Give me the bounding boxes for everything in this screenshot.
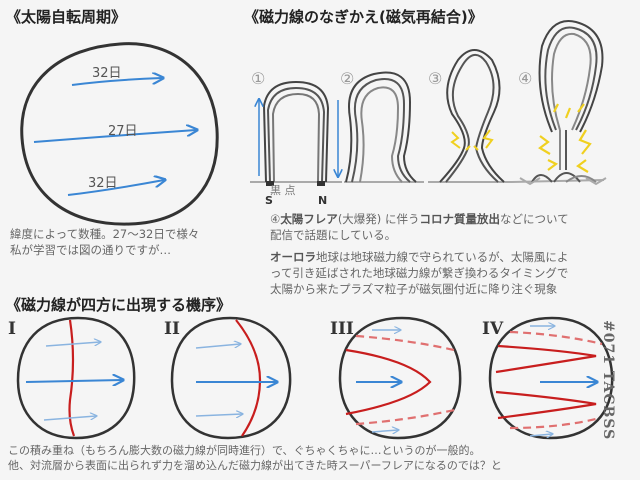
panel-1-field-line <box>68 319 76 437</box>
panel-4-sun <box>488 316 614 440</box>
flare-term: 太陽フレア <box>280 212 338 226</box>
panel-3-label: III <box>330 319 354 339</box>
stage-3-spark <box>450 129 494 151</box>
aurora-term: オーロラ <box>270 250 316 264</box>
sunspot-label: 黒 点 <box>270 184 296 197</box>
rotation-note: 緯度によって数種。27〜32日で様々 私が学習では図の通りですが… <box>10 226 242 258</box>
panel-1-sun <box>16 316 136 440</box>
stage-4-post-flare-loops <box>519 172 607 186</box>
rotation-note-line1: 緯度によって数種。27〜32日で様々 <box>10 227 200 241</box>
stage-4-label: ④ <box>518 69 532 88</box>
stage-2-loops <box>345 71 417 183</box>
mechanism-title: 《磁力線が四方に出現する機序》 <box>6 296 232 314</box>
mechanism-diagram: I II III IV <box>8 316 614 440</box>
signature: #071 TACBSS <box>600 320 616 441</box>
aurora-line1-text: 地球は地球磁力線で守られているが、太陽風によ <box>316 250 569 264</box>
stage-3-label: ③ <box>428 69 442 88</box>
footer-note: この積み重ね（もちろん膨大数の磁力線が同時進行）で、ぐちゃくちゃに…というのが一… <box>8 443 638 473</box>
pole-s-label: S <box>265 194 273 207</box>
stage-4-plasmoid <box>538 20 604 170</box>
sun-outline <box>20 42 219 226</box>
flare-note-prefix: ④ <box>270 212 281 226</box>
aurora-note-line1: オーロラ地球は地球磁力線で守られているが、太陽風によ <box>270 249 636 265</box>
panel-2-label: II <box>164 319 180 339</box>
reconnection-title: 《磁力線のなぎかえ(磁気再結合)》 <box>244 8 483 26</box>
flare-note-mid: に伴う <box>381 212 420 226</box>
panel-1-label: I <box>8 319 16 339</box>
stage-1-label: ① <box>251 69 265 88</box>
flare-note-line1: ④太陽フレア(大爆発) に伴うコロナ質量放出などについて <box>270 211 636 227</box>
rotation-title: 《太陽自転周期》 <box>6 8 127 26</box>
sunspot-n <box>317 181 325 186</box>
pole-n-label: N <box>318 194 327 207</box>
flare-note-line2: 配信で話題にしている。 <box>270 228 397 242</box>
aurora-note-line3: 太陽から来たプラズマ粒子が磁気圏付近に降り注ぐ現象 <box>270 282 558 296</box>
footer-line2: 他、対流層から表面に出られず力を溜め込んだ磁力線が出てきた時スーパーフレアになる… <box>8 459 502 472</box>
panel-2-sun <box>170 316 292 440</box>
stage-1-loops <box>262 80 330 183</box>
panel-3-sun <box>338 316 462 440</box>
cme-term: コロナ質量放出 <box>419 212 500 226</box>
panel-4-field-line <box>495 344 597 374</box>
flare-paren: (大爆発) <box>337 212 382 226</box>
rotation-arrow-bottom <box>67 180 164 196</box>
reconnection-diagram: ① ② ③ ④ <box>250 20 607 207</box>
stage-2-label: ② <box>340 69 354 88</box>
stage-4-flare-burst <box>538 103 592 173</box>
rotation-note-line2: 私が学習では図の通りですが… <box>10 243 171 257</box>
rotation-arrow-middle <box>33 130 196 143</box>
sun-rotation-diagram: 32日 27日 32日 <box>20 42 219 226</box>
panel-2-field-line <box>235 319 262 437</box>
flare-note: ④太陽フレア(大爆発) に伴うコロナ質量放出などについて 配信で話題にしている。 <box>270 211 636 243</box>
aurora-note: オーロラ地球は地球磁力線で守られているが、太陽風によ って引き延ばされた地球磁力… <box>270 249 636 297</box>
stage-3-loops <box>439 49 505 183</box>
rotation-label-middle: 27日 <box>108 124 138 139</box>
rotation-label-bottom: 32日 <box>88 176 118 191</box>
rotation-label-top: 32日 <box>92 66 122 81</box>
panel-4-label: IV <box>482 319 504 339</box>
sunspot-s <box>266 181 274 186</box>
panel-3-field-line <box>345 348 432 416</box>
aurora-note-line2: って引き延ばされた地球磁力線が繋ぎ換わるタイミングで <box>270 266 569 280</box>
footer-line1: この積み重ね（もちろん膨大数の磁力線が同時進行）で、ぐちゃくちゃに…というのが一… <box>8 444 481 457</box>
flare-note-suffix: などについて <box>499 212 569 226</box>
rotation-arrow-top <box>71 78 162 86</box>
